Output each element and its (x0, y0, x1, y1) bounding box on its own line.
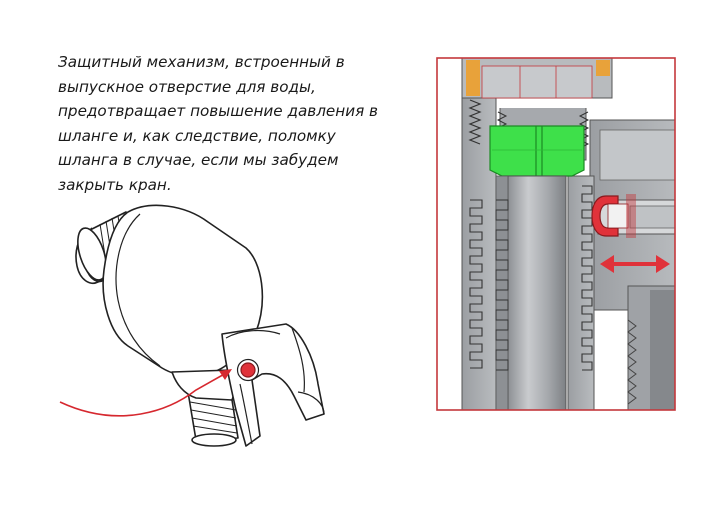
double-arrow-icon (600, 255, 670, 273)
green-seal (489, 125, 585, 177)
outlet-hole-icon (240, 362, 256, 378)
caption-line-4: шланге и, как следствие, поломку (58, 126, 336, 145)
relief-valve-cap (591, 194, 636, 238)
thread-orange-left (466, 60, 480, 96)
thread-orange-right (596, 60, 610, 76)
central-pipe (507, 175, 567, 410)
shower-holder-drawing (75, 204, 325, 447)
holder-cradle (221, 323, 325, 447)
caption-line-6: закрыть кран. (58, 175, 172, 194)
cross-section-detail (437, 58, 675, 410)
caption-line-3: предотвращает повышение давления в (58, 102, 378, 121)
caption-line-2: выпускное отверстие для воды, (58, 77, 316, 96)
caption-line-1: Защитный механизм, встроенный в (58, 53, 345, 71)
pointer-arrow-icon (59, 371, 229, 417)
caption-line-5: шланга в случае, если мы забудем (58, 151, 339, 170)
description-caption: Защитный механизм, встроенный в выпускно… (58, 50, 428, 198)
detail-frame (436, 57, 676, 411)
